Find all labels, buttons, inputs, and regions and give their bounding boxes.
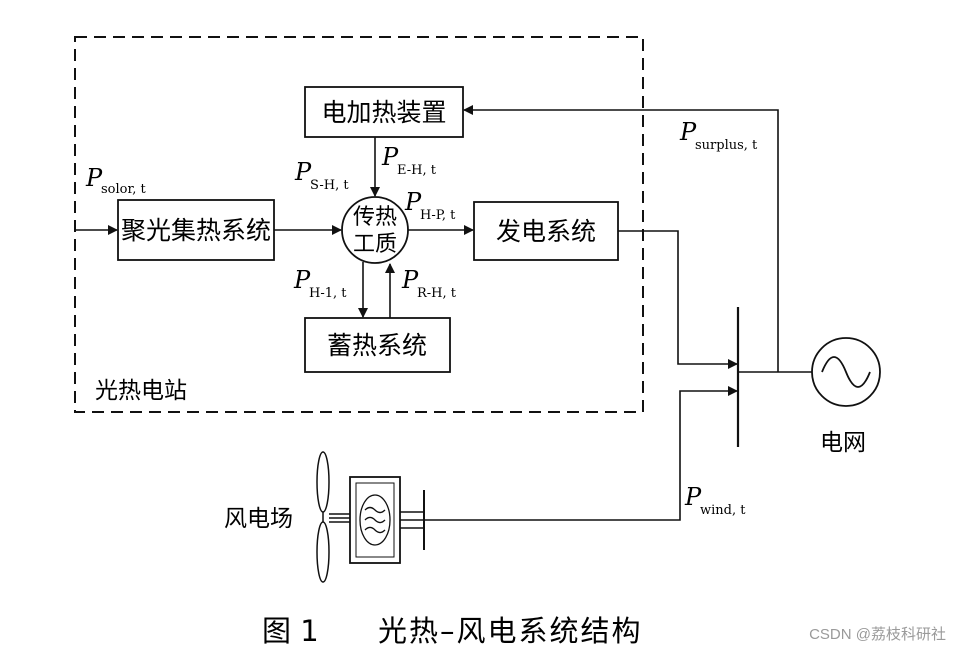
- svg-text:surplus, t: surplus, t: [695, 138, 758, 153]
- svg-text:P: P: [679, 118, 697, 146]
- flow-label-s-h: P S-H, t: [294, 158, 349, 193]
- generator-icon: [349, 476, 425, 564]
- heat-medium-label-1: 传热: [353, 205, 397, 230]
- flow-label-h-p: P H-P, t: [404, 188, 456, 223]
- solar-collector-box: [117, 199, 275, 261]
- flow-label-solor: P solor, t: [85, 164, 147, 197]
- figure-number: 图 1: [262, 614, 319, 648]
- svg-text:S-H, t: S-H, t: [310, 178, 349, 193]
- flow-label-h-1: P H-1, t: [293, 266, 347, 301]
- svg-text:P: P: [294, 158, 312, 186]
- power-to-bus-line: [618, 230, 738, 369]
- svg-text:P: P: [85, 164, 103, 192]
- power-generation-label: 发电系统: [496, 217, 596, 246]
- sine-wave-icon: [821, 356, 871, 388]
- power-generation-box: [473, 201, 619, 261]
- flow-label-e-h: P E-H, t: [381, 143, 437, 178]
- wind-farm-label: 风电场: [224, 506, 293, 532]
- svg-text:P: P: [381, 143, 399, 171]
- flow-label-r-h: P R-H, t: [401, 266, 457, 301]
- svg-text:R-H, t: R-H, t: [417, 286, 457, 301]
- solar-collector-label: 聚光集热系统: [121, 216, 271, 245]
- svg-text:P: P: [293, 266, 311, 294]
- grid-label: 电网: [820, 430, 866, 456]
- svg-text:H-1, t: H-1, t: [309, 286, 347, 301]
- watermark: CSDN @荔枝科研社: [809, 626, 946, 643]
- csp-station-region: [74, 36, 644, 413]
- electric-heater-box: [304, 86, 464, 138]
- electric-heater-label: 电加热装置: [321, 98, 446, 127]
- wind-turbine-icon: [316, 451, 350, 583]
- flow-label-surplus: P surplus, t: [679, 118, 758, 153]
- svg-text:E-H, t: E-H, t: [397, 163, 437, 178]
- flow-label-wind: P wind, t: [684, 483, 746, 518]
- surplus-line: [463, 105, 779, 372]
- heat-storage-box: [304, 317, 451, 373]
- figure-caption: 光热–风电系统结构: [378, 614, 643, 648]
- heat-storage-label: 蓄热系统: [327, 331, 427, 360]
- svg-text:H-P, t: H-P, t: [420, 208, 456, 223]
- wind-to-bus-line: [424, 386, 738, 521]
- heat-medium-label-2: 工质: [353, 232, 397, 257]
- svg-text:P: P: [404, 188, 422, 216]
- svg-text:wind, t: wind, t: [700, 503, 746, 518]
- svg-text:P: P: [401, 266, 419, 294]
- csp-station-label: 光热电站: [95, 378, 187, 404]
- svg-text:P: P: [684, 483, 702, 511]
- svg-text:solor, t: solor, t: [101, 182, 147, 197]
